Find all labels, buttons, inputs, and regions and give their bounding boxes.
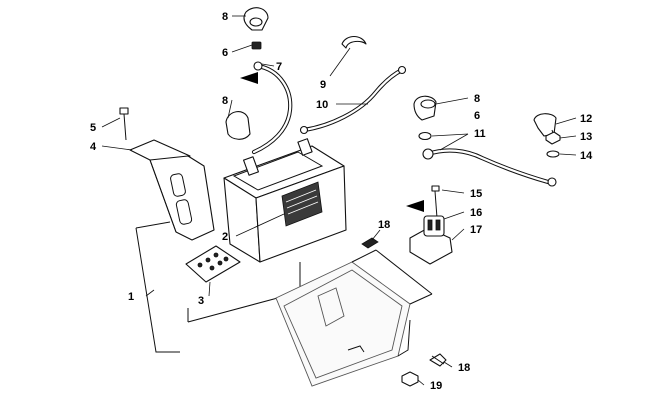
callout-8-right: 8: [474, 93, 480, 105]
starter-solenoid: [409, 215, 453, 265]
lock-washer: [546, 150, 560, 158]
callout-10: 10: [316, 99, 328, 111]
callout-4: 4: [90, 141, 97, 153]
callout-1: 1: [128, 291, 134, 303]
callout-16: 16: [470, 207, 482, 219]
callout-9: 9: [320, 79, 326, 91]
callout-3: 3: [198, 295, 204, 307]
callout-15: 15: [470, 188, 482, 200]
callout-18-lower: 18: [458, 362, 470, 374]
connector-clip-upper: [361, 237, 379, 249]
callout-2: 2: [222, 231, 228, 243]
callout-8-mid: 8: [222, 95, 228, 107]
hex-nut: [545, 131, 561, 145]
starter-cable: [422, 148, 557, 187]
callout-18-upper: 18: [378, 219, 390, 231]
callout-6-upper: 6: [222, 47, 228, 59]
callout-labels: 1 2 3 4 5 6 6 7 8 8 8 9 10 11 12 13 14 1…: [90, 11, 593, 392]
battery: [223, 138, 347, 263]
callout-6-lower: 6: [474, 110, 480, 122]
connector-clip-lower: [429, 353, 447, 367]
nut-right: [418, 131, 432, 141]
flange-nut: [401, 371, 419, 387]
cable-clamp: [341, 35, 367, 49]
battery-tray: [275, 249, 433, 387]
terminal-boot-mid: [225, 111, 251, 140]
callout-17: 17: [470, 224, 482, 236]
callout-8-top: 8: [222, 11, 228, 23]
callout-13: 13: [580, 131, 592, 143]
callout-7: 7: [276, 61, 282, 73]
bolt: [119, 107, 129, 141]
terminal-plate: [185, 245, 241, 283]
negative-cable: [299, 65, 407, 135]
direction-arrows: [240, 72, 424, 212]
callout-12: 12: [580, 113, 592, 125]
callout-19: 19: [430, 380, 442, 392]
leader-lines: [101, 15, 577, 386]
callout-5: 5: [90, 122, 96, 134]
callout-14: 14: [580, 150, 593, 162]
arrow-left-lower: [406, 200, 424, 212]
solenoid-bolt: [431, 185, 440, 219]
terminal-boot-top: [243, 7, 269, 31]
nut-top: [251, 41, 262, 50]
callout-11: 11: [474, 128, 486, 140]
terminal-boot-right: [413, 95, 437, 121]
arrow-left-upper: [240, 72, 258, 84]
positive-cable: [251, 61, 293, 155]
battery-hold-bracket: [129, 139, 215, 241]
